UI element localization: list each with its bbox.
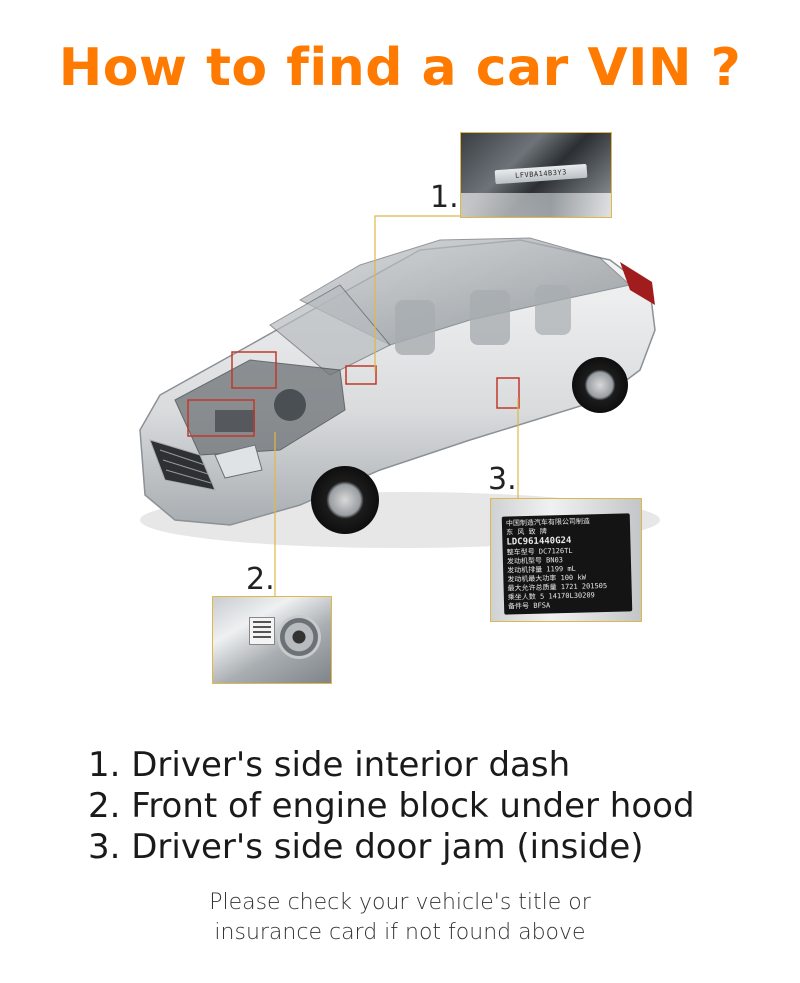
highlight-door-jam: [496, 377, 520, 409]
front-seat: [395, 300, 435, 355]
car-diagram: 1. 2. 3. LFVBA14B3Y3 中国制造汽车有限公司制造 东 风 致 …: [139, 132, 660, 684]
door-jam-vin-label: 中国制造汽车有限公司制造 东 风 致 牌 LDC961440G24 整车型号 D…: [501, 513, 633, 615]
location-item-2: 2. Front of engine block under hood: [88, 786, 695, 826]
engine-part: [274, 389, 306, 421]
callout-number-2: 2.: [246, 562, 275, 597]
engine-block-photo: [212, 596, 332, 684]
footnote-line-2: insurance card if not found above: [214, 920, 586, 945]
headlight: [214, 444, 263, 479]
rear-wheel: [572, 357, 628, 413]
door-jam-label-photo: 中国制造汽车有限公司制造 东 风 致 牌 LDC961440G24 整车型号 D…: [490, 498, 642, 622]
highlight-dash: [345, 365, 377, 385]
location-item-1: 1. Driver's side interior dash: [88, 745, 571, 785]
rear-seat: [470, 290, 510, 345]
windshield: [269, 284, 391, 376]
engine-vin-plate: [249, 617, 275, 645]
location-item-3: 3. Driver's side door jam (inside): [88, 827, 644, 867]
car-illustration: [139, 215, 660, 596]
leader-line-1: [374, 215, 460, 372]
windshield-vin-plate: LFVBA14B3Y3: [494, 163, 588, 185]
highlight-engine-front: [187, 399, 255, 437]
vin-location-list: 1. Driver's side interior dash 2. Front …: [88, 745, 695, 868]
callout-number-3: 3.: [488, 462, 517, 497]
windshield-vin-photo: LFVBA14B3Y3: [460, 132, 612, 218]
engine-block: [215, 410, 255, 432]
page-title: How to find a car VIN ?: [58, 38, 742, 98]
front-wheel: [311, 466, 379, 534]
footnote: Please check your vehicle's title or ins…: [0, 888, 800, 948]
tail-light: [620, 262, 655, 305]
footnote-line-1: Please check your vehicle's title or: [209, 890, 591, 915]
engine-strut-mount: [277, 615, 321, 659]
label-line: 备件号 BFSA: [507, 601, 551, 611]
highlight-engine-top: [231, 351, 277, 389]
callout-number-1: 1.: [430, 180, 459, 215]
rear-seat-2: [535, 285, 571, 335]
